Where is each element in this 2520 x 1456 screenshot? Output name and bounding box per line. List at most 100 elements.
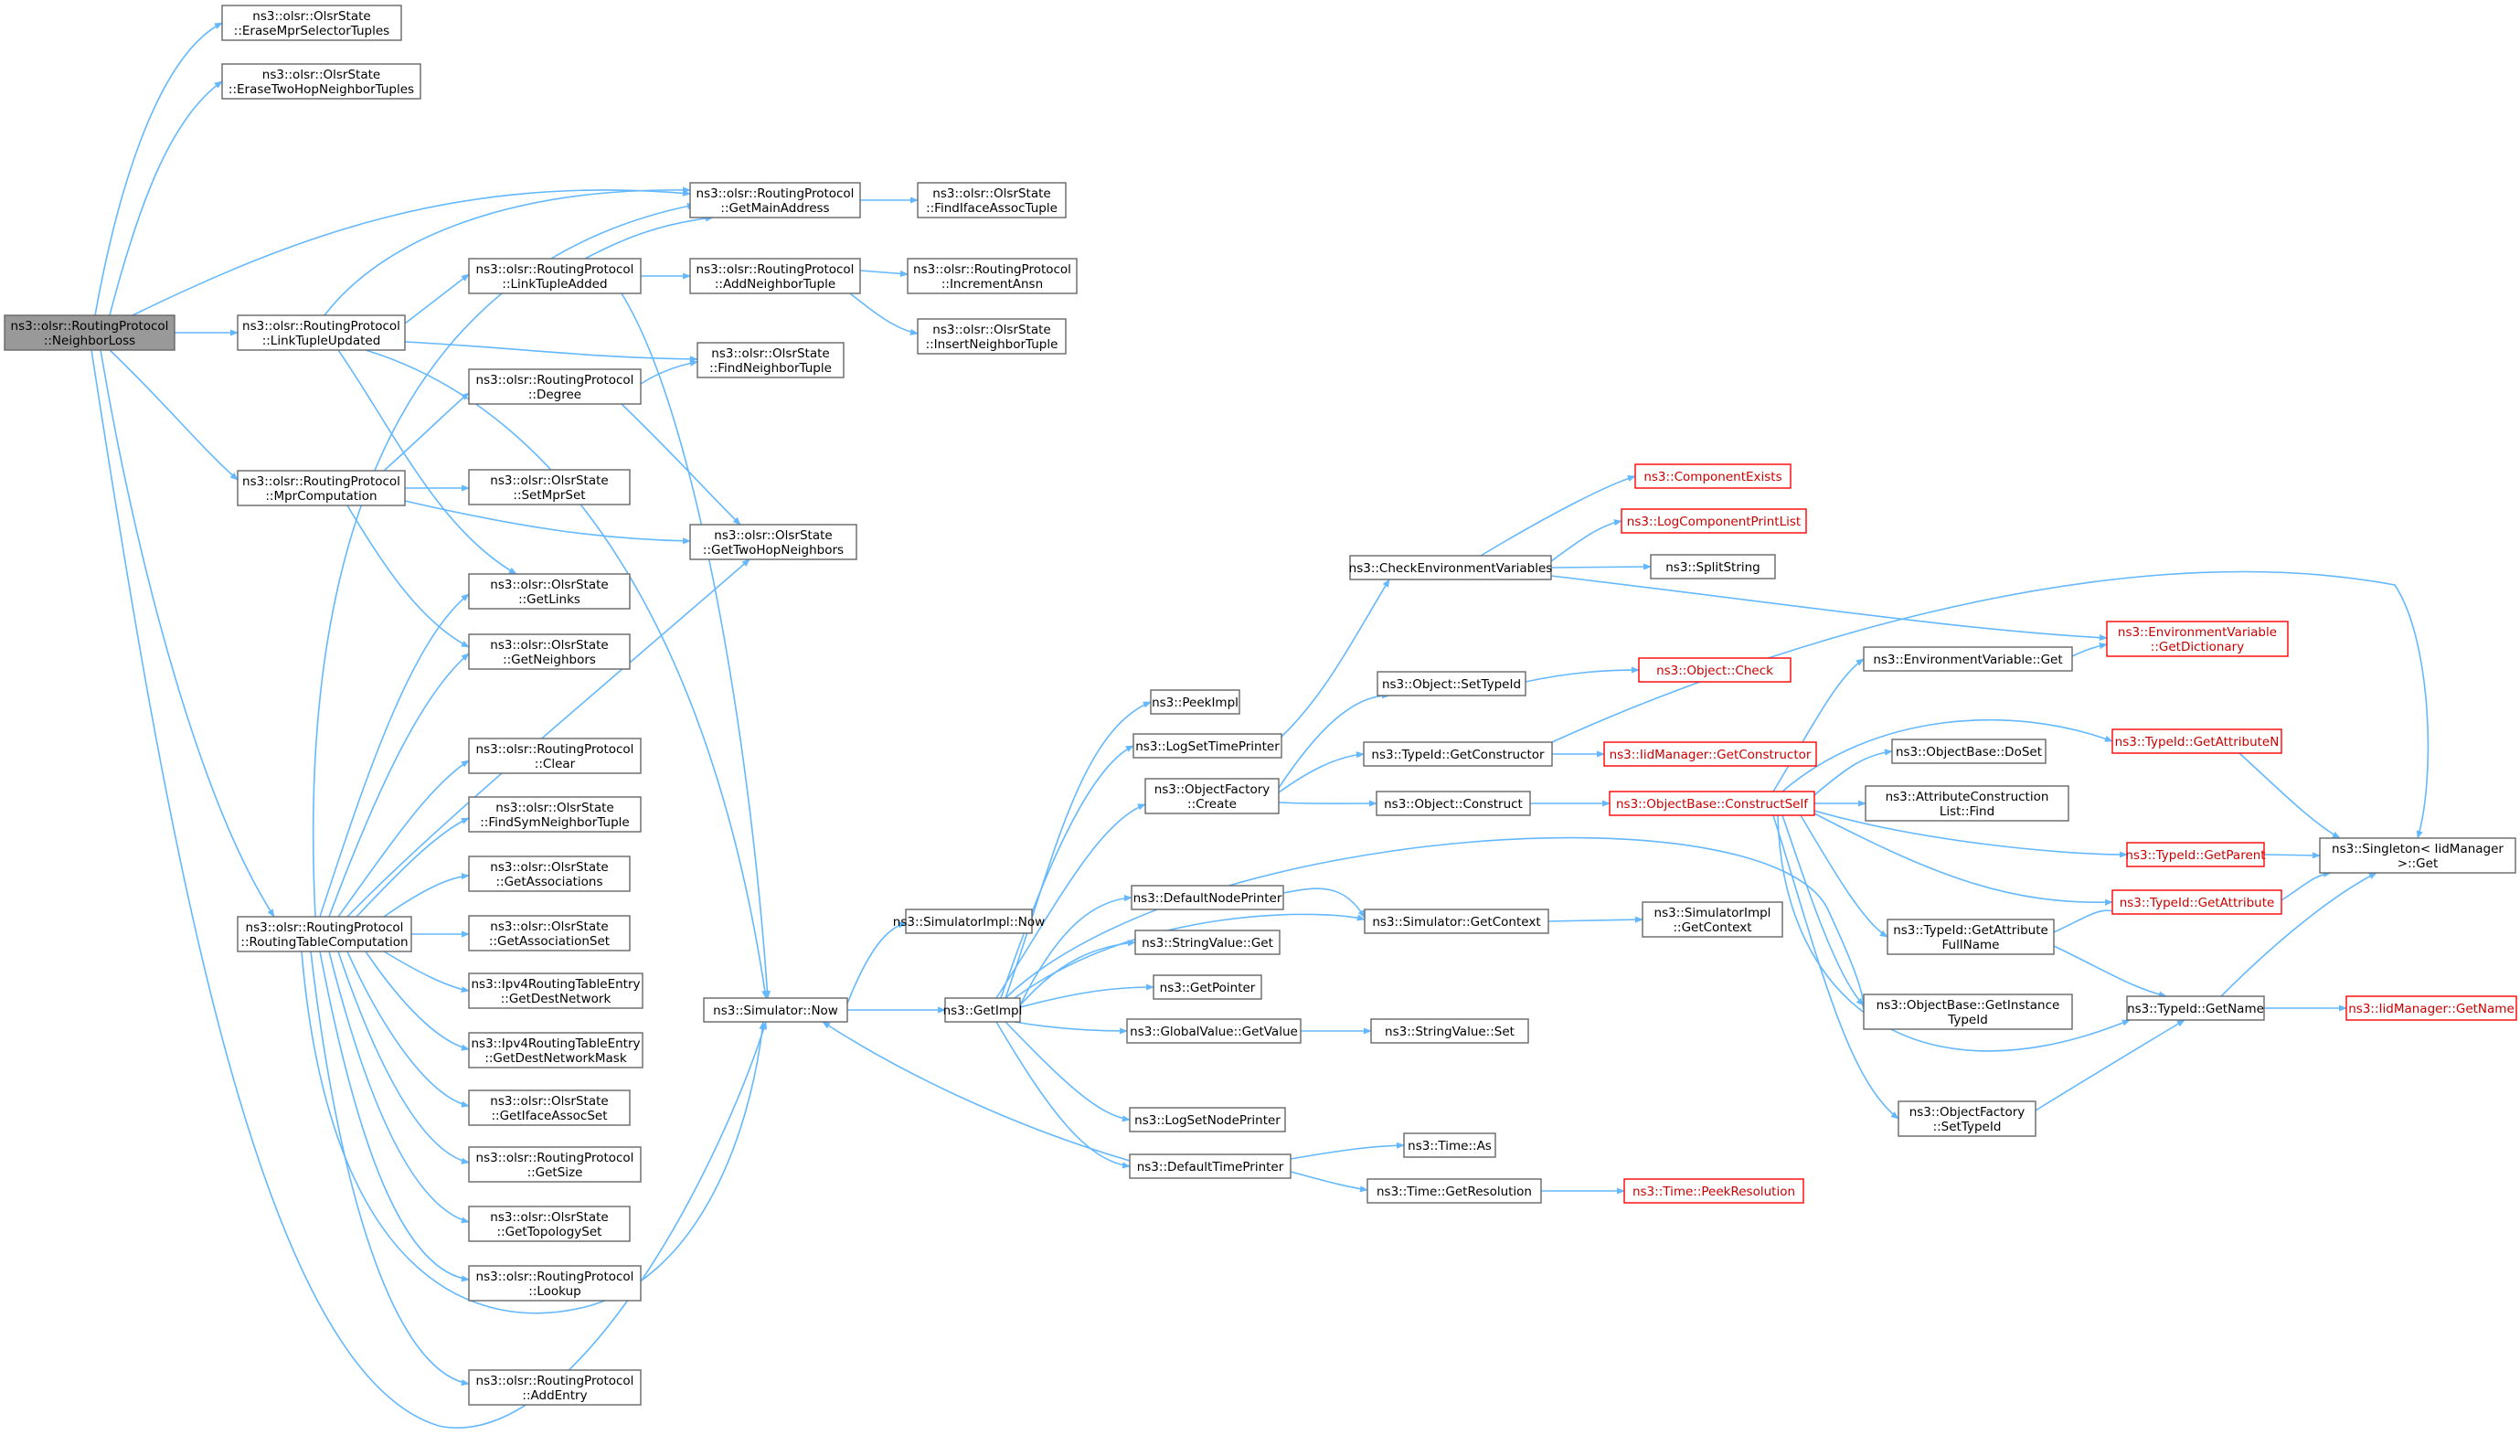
function-node-sinow[interactable]: ns3::SimulatorImpl::Now bbox=[893, 909, 1045, 934]
function-node-label: ::IncrementAnsn bbox=[941, 277, 1043, 292]
function-node-gthn[interactable]: ns3::olsr::OlsrState::GetTwoHopNeighbors bbox=[689, 524, 857, 560]
function-node-box bbox=[468, 1206, 631, 1242]
function-node-lku[interactable]: ns3::olsr::RoutingProtocol::Lookup bbox=[468, 1265, 642, 1302]
function-node-box bbox=[1865, 785, 2069, 822]
function-node-label: List::Find bbox=[1940, 804, 1994, 819]
call-arrow bbox=[640, 359, 698, 385]
function-node-label: ns3::AttributeConstruction bbox=[1886, 790, 2049, 804]
function-node-pimpl[interactable]: ns3::PeekImpl bbox=[1150, 689, 1240, 715]
function-node-evget[interactable]: ns3::EnvironmentVariable::Get bbox=[1863, 646, 2073, 672]
function-node-snow[interactable]: ns3::Simulator::Now bbox=[703, 997, 848, 1023]
function-node-tas[interactable]: ns3::Time::As bbox=[1403, 1132, 1496, 1158]
function-node-ost[interactable]: ns3::Object::SetTypeId bbox=[1377, 671, 1526, 696]
function-node-label: ns3::olsr::OlsrState bbox=[490, 1210, 608, 1225]
function-node-ofc[interactable]: ns3::ObjectFactory::Create bbox=[1144, 778, 1280, 814]
function-node-obcs[interactable]: ns3::ObjectBase::ConstructSelf bbox=[1609, 791, 1815, 816]
function-node-gsz[interactable]: ns3::olsr::RoutingProtocol::GetSize bbox=[468, 1146, 642, 1183]
call-arrow bbox=[2263, 852, 2321, 859]
function-node-mprc[interactable]: ns3::olsr::RoutingProtocol::MprComputati… bbox=[237, 470, 406, 506]
function-node-box bbox=[468, 972, 643, 1009]
function-node-tgan[interactable]: ns3::TypeId::GetAttributeN bbox=[2111, 728, 2282, 754]
function-node-fnt[interactable]: ns3::olsr::OlsrState::FindNeighborTuple bbox=[696, 342, 845, 378]
function-node-tga[interactable]: ns3::TypeId::GetAttribute bbox=[2111, 889, 2282, 915]
function-node-fiat[interactable]: ns3::olsr::OlsrState::FindIfaceAssocTupl… bbox=[917, 182, 1067, 218]
function-node-gvgv[interactable]: ns3::GlobalValue::GetValue bbox=[1126, 1018, 1302, 1044]
function-node-lsnp[interactable]: ns3::LogSetNodePrinter bbox=[1129, 1107, 1286, 1132]
function-node-box bbox=[468, 915, 631, 951]
function-node-ant[interactable]: ns3::olsr::RoutingProtocol::AddNeighborT… bbox=[689, 258, 861, 294]
call-arrow bbox=[1282, 887, 1366, 919]
function-node-sms[interactable]: ns3::olsr::OlsrState::SetMprSet bbox=[468, 469, 631, 505]
function-node-svset[interactable]: ns3::StringValue::Set bbox=[1370, 1018, 1529, 1044]
function-node-imgn[interactable]: ns3::IidManager::GetName bbox=[2345, 995, 2517, 1021]
function-node-gptr[interactable]: ns3::GetPointer bbox=[1153, 974, 1262, 1000]
function-node-gn[interactable]: ns3::olsr::OlsrState::GetNeighbors bbox=[468, 633, 631, 670]
function-node-label: ns3::EnvironmentVariable::Get bbox=[1873, 653, 2062, 667]
function-node-gdnm[interactable]: ns3::Ipv4RoutingTableEntry::GetDestNetwo… bbox=[468, 1032, 643, 1068]
function-node-sigc[interactable]: ns3::SimulatorImpl::GetContext bbox=[1642, 901, 1783, 938]
call-edge-ltu-to-snow bbox=[365, 349, 769, 999]
function-node-ofst[interactable]: ns3::ObjectFactory::SetTypeId bbox=[1898, 1100, 2036, 1137]
call-arrow bbox=[849, 292, 919, 335]
function-node-emst[interactable]: ns3::olsr::OlsrState::EraseMprSelectorTu… bbox=[221, 5, 402, 41]
function-node-box bbox=[1650, 554, 1776, 579]
function-node-gias[interactable]: ns3::olsr::OlsrState::GetIfaceAssocSet bbox=[468, 1089, 631, 1126]
function-node-sgc[interactable]: ns3::Simulator::GetContext bbox=[1364, 909, 1549, 934]
function-node-ethnt[interactable]: ns3::olsr::OlsrState::EraseTwoHopNeighbo… bbox=[221, 63, 421, 100]
function-node-gdn[interactable]: ns3::Ipv4RoutingTableEntry::GetDestNetwo… bbox=[468, 972, 643, 1009]
function-node-cev[interactable]: ns3::CheckEnvironmentVariables bbox=[1349, 555, 1553, 580]
function-node-int[interactable]: ns3::olsr::OlsrState::InsertNeighborTupl… bbox=[917, 318, 1067, 355]
function-node-ia[interactable]: ns3::olsr::RoutingProtocol::IncrementAns… bbox=[907, 258, 1078, 294]
function-node-gas[interactable]: ns3::olsr::OlsrState::GetAssociations bbox=[468, 856, 631, 892]
function-node-box bbox=[1863, 994, 2073, 1030]
function-node-label: ::MprComputation bbox=[265, 489, 377, 504]
function-node-evgd[interactable]: ns3::EnvironmentVariable::GetDictionary bbox=[2106, 621, 2289, 657]
function-node-tpr[interactable]: ns3::Time::PeekResolution bbox=[1623, 1178, 1804, 1204]
function-node-tgp[interactable]: ns3::TypeId::GetParent bbox=[2125, 842, 2266, 867]
function-node-lstp[interactable]: ns3::LogSetTimePrinter bbox=[1132, 733, 1282, 759]
function-node-imgc[interactable]: ns3::IidManager::GetConstructor bbox=[1603, 741, 1817, 767]
call-arrow bbox=[2071, 643, 2108, 657]
function-node-fsnt[interactable]: ns3::olsr::OlsrState::FindSymNeighborTup… bbox=[468, 796, 642, 833]
function-node-clr[interactable]: ns3::olsr::RoutingProtocol::Clear bbox=[468, 738, 642, 774]
function-node-box bbox=[1634, 463, 1792, 489]
function-node-lcpl[interactable]: ns3::LogComponentPrintList bbox=[1621, 508, 1807, 534]
function-node-rtc[interactable]: ns3::olsr::RoutingProtocol::RoutingTable… bbox=[237, 916, 412, 952]
function-node-gma[interactable]: ns3::olsr::RoutingProtocol::GetMainAddre… bbox=[689, 182, 861, 218]
function-node-ltu[interactable]: ns3::olsr::RoutingProtocol::LinkTupleUpd… bbox=[237, 314, 406, 351]
call-arrow bbox=[346, 951, 470, 1108]
call-edge-rtc-to-gias bbox=[346, 951, 470, 1108]
function-node-tgr[interactable]: ns3::Time::GetResolution bbox=[1366, 1178, 1542, 1204]
function-node-ce[interactable]: ns3::ComponentExists bbox=[1634, 463, 1792, 489]
function-node-deg[interactable]: ns3::olsr::RoutingProtocol::Degree bbox=[468, 368, 642, 405]
function-node-label: ::SetMprSet bbox=[513, 488, 585, 503]
function-node-gts[interactable]: ns3::olsr::OlsrState::GetTopologySet bbox=[468, 1206, 631, 1242]
function-node-tgn[interactable]: ns3::TypeId::GetName bbox=[2126, 995, 2265, 1021]
call-edge-ltu-to-gma bbox=[324, 186, 691, 316]
function-node-lta[interactable]: ns3::olsr::RoutingProtocol::LinkTupleAdd… bbox=[468, 258, 642, 294]
function-node-label: ::RoutingTableComputation bbox=[240, 935, 408, 950]
function-node-sig[interactable]: ns3::Singleton< IidManager >::Get bbox=[2319, 837, 2516, 874]
function-node-svget[interactable]: ns3::StringValue::Get bbox=[1134, 930, 1281, 955]
function-node-gass[interactable]: ns3::olsr::OlsrState::GetAssociationSet bbox=[468, 915, 631, 951]
function-node-label: ns3::ObjectFactory bbox=[1909, 1105, 2026, 1120]
function-node-box bbox=[468, 1089, 631, 1126]
function-node-dtp[interactable]: ns3::DefaultTimePrinter bbox=[1129, 1153, 1292, 1179]
function-node-tgc[interactable]: ns3::TypeId::GetConstructor bbox=[1363, 741, 1553, 767]
function-node-box bbox=[944, 997, 1021, 1023]
function-node-obds[interactable]: ns3::ObjectBase::DoSet bbox=[1891, 739, 2047, 764]
function-node-label: ns3::olsr::OlsrState bbox=[711, 346, 829, 361]
function-node-label: ns3::IidManager::GetName bbox=[2348, 1002, 2515, 1016]
function-node-ochk[interactable]: ns3::Object::Check bbox=[1638, 657, 1792, 683]
function-node-ae[interactable]: ns3::olsr::RoutingProtocol::AddEntry bbox=[468, 1369, 642, 1406]
function-node-label: ns3::StringValue::Get bbox=[1142, 936, 1273, 951]
function-node-gimpl[interactable]: ns3::GetImpl bbox=[943, 997, 1023, 1023]
function-node-dnp[interactable]: ns3::DefaultNodePrinter bbox=[1131, 885, 1284, 910]
function-node-oc[interactable]: ns3::Object::Construct bbox=[1376, 791, 1531, 816]
call-edge-tgafn-to-tgn bbox=[2053, 945, 2167, 998]
function-node-ss[interactable]: ns3::SplitString bbox=[1650, 554, 1776, 579]
function-node-gl[interactable]: ns3::olsr::OlsrState::GetLinks bbox=[468, 573, 631, 610]
